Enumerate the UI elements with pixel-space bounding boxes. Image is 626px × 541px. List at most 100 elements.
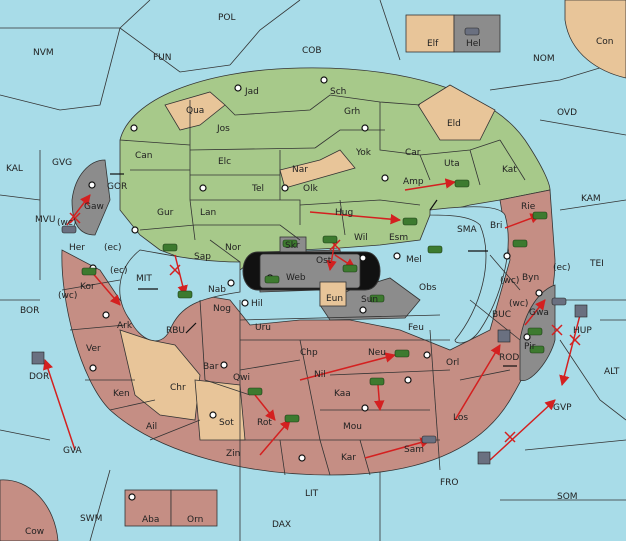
svg-text:Skr: Skr <box>285 241 300 251</box>
svg-text:(wc): (wc) <box>500 276 519 286</box>
region-eld[interactable] <box>417 84 496 141</box>
north-borders <box>119 94 526 263</box>
cut-marks <box>69 212 581 443</box>
svg-text:HUP: HUP <box>573 326 592 336</box>
svg-text:Bri: Bri <box>490 221 502 231</box>
svg-text:GOR: GOR <box>107 182 127 192</box>
fleet-units[interactable] <box>31 27 588 465</box>
svg-text:(ec): (ec) <box>553 263 571 273</box>
svg-text:Nar: Nar <box>292 165 308 175</box>
svg-text:KAL: KAL <box>6 164 23 174</box>
svg-text:Chr: Chr <box>170 383 186 393</box>
svg-text:Hug: Hug <box>335 208 353 218</box>
svg-text:Ark: Ark <box>117 321 133 331</box>
svg-text:Lan: Lan <box>200 208 216 218</box>
svg-text:Grh: Grh <box>344 107 360 117</box>
svg-text:(ec): (ec) <box>110 266 128 276</box>
svg-text:(ec): (ec) <box>104 243 122 253</box>
region-elf[interactable] <box>405 14 455 53</box>
svg-text:DAX: DAX <box>272 520 291 530</box>
svg-text:DOR: DOR <box>29 372 49 382</box>
svg-text:Qua: Qua <box>186 106 204 116</box>
svg-text:Uru: Uru <box>255 323 271 333</box>
svg-text:Nog: Nog <box>213 304 231 314</box>
svg-text:Gwa: Gwa <box>529 308 549 318</box>
svg-text:Mel: Mel <box>406 255 422 265</box>
svg-text:Byn: Byn <box>522 273 539 283</box>
svg-text:Feu: Feu <box>408 323 424 333</box>
svg-text:GVG: GVG <box>52 158 72 168</box>
svg-text:Sun: Sun <box>361 295 378 305</box>
svg-text:Bar: Bar <box>203 362 219 372</box>
region-sot[interactable] <box>194 379 246 441</box>
svg-text:Ken: Ken <box>113 389 130 399</box>
land-labels: Elf Hel Con Jad Sch Qua Jos Grh Eld Can … <box>25 37 614 537</box>
svg-text:(wc): (wc) <box>57 218 76 228</box>
svg-text:Can: Can <box>135 151 153 161</box>
svg-text:Obs: Obs <box>419 283 437 293</box>
svg-text:Cow: Cow <box>25 527 44 537</box>
svg-text:Eun: Eun <box>326 294 343 304</box>
svg-text:Ver: Ver <box>86 344 101 354</box>
svg-text:BOR: BOR <box>20 306 39 316</box>
svg-text:Eld: Eld <box>447 119 461 129</box>
svg-text:Wil: Wil <box>354 233 368 243</box>
svg-text:Kar: Kar <box>341 453 356 463</box>
svg-text:Elf: Elf <box>427 39 439 49</box>
svg-text:Hel: Hel <box>466 39 481 49</box>
svg-text:FUN: FUN <box>153 53 172 63</box>
svg-text:Jad: Jad <box>244 87 259 97</box>
svg-text:Gur: Gur <box>157 208 174 218</box>
svg-text:Sam: Sam <box>404 445 424 455</box>
army-units[interactable] <box>81 179 548 423</box>
svg-text:RBU: RBU <box>166 326 185 336</box>
svg-text:Ost: Ost <box>316 256 332 266</box>
svg-text:Orl: Orl <box>446 358 459 368</box>
svg-text:BUC: BUC <box>492 310 511 320</box>
svg-text:TEI: TEI <box>589 259 604 269</box>
svg-text:SOM: SOM <box>557 492 578 502</box>
svg-text:Kor: Kor <box>80 282 95 292</box>
svg-text:Uta: Uta <box>444 159 460 169</box>
region-gaw[interactable] <box>71 159 111 236</box>
svg-text:Pir: Pir <box>524 342 536 352</box>
svg-text:(wc): (wc) <box>509 299 528 309</box>
region-orn[interactable] <box>170 489 218 527</box>
region-qua[interactable] <box>164 91 226 131</box>
svg-text:Kaa: Kaa <box>334 389 351 399</box>
svg-text:Nil: Nil <box>314 370 326 380</box>
svg-text:MVU: MVU <box>35 215 56 225</box>
adjacency-arrows <box>110 173 517 367</box>
svg-text:Web: Web <box>286 273 306 283</box>
svg-text:Rot: Rot <box>257 418 272 428</box>
coast-labels: (wc) (ec) (wc) (ec) (wc) (ec) (wc) <box>57 218 571 309</box>
svg-text:Gaw: Gaw <box>84 202 104 212</box>
svg-text:Con: Con <box>596 37 614 47</box>
svg-text:POL: POL <box>218 13 236 23</box>
svg-text:Sot: Sot <box>219 418 234 428</box>
svg-text:Tel: Tel <box>251 184 264 194</box>
svg-text:LIT: LIT <box>305 489 319 499</box>
svg-text:Chp: Chp <box>300 348 318 358</box>
supply-centers <box>88 76 543 501</box>
svg-text:Kat: Kat <box>502 165 517 175</box>
svg-text:Nor: Nor <box>225 243 241 253</box>
svg-text:Elc: Elc <box>218 157 231 167</box>
svg-text:Neu: Neu <box>368 348 386 358</box>
svg-text:ROD: ROD <box>499 353 519 363</box>
svg-text:FRO: FRO <box>440 478 459 488</box>
svg-text:Esm: Esm <box>389 233 408 243</box>
svg-text:SMA: SMA <box>457 225 477 235</box>
svg-text:Car: Car <box>405 148 421 158</box>
svg-text:Sch: Sch <box>330 87 346 97</box>
svg-text:Sap: Sap <box>194 252 211 262</box>
svg-text:Amp: Amp <box>403 177 424 187</box>
svg-text:NVM: NVM <box>33 48 54 58</box>
svg-text:Aba: Aba <box>142 515 159 525</box>
svg-text:GVA: GVA <box>63 446 83 456</box>
region-eun-box[interactable] <box>319 281 347 307</box>
svg-text:OVD: OVD <box>557 108 577 118</box>
east-channel <box>429 206 509 344</box>
